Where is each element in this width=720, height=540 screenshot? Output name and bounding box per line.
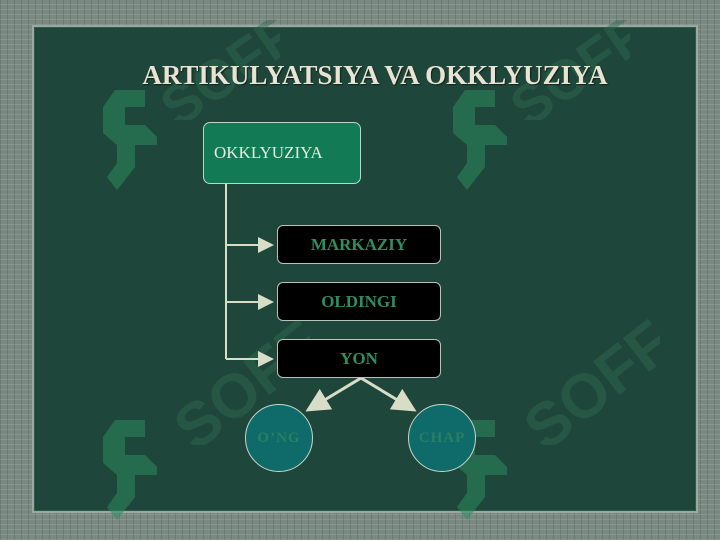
child-node: MARKAZIY [277,225,441,264]
leaf-node: O’NG [245,404,313,472]
child-node: OLDINGI [277,282,441,321]
child-node: YON [277,339,441,378]
root-node: OKKLYUZIYA [203,122,361,184]
leaf-node: CHAP [408,404,476,472]
connector-arrow [305,376,362,412]
slide-title: ARTIKULYATSIYA VA OKKLYUZIYA [142,60,608,90]
connector-arrow [360,376,417,412]
